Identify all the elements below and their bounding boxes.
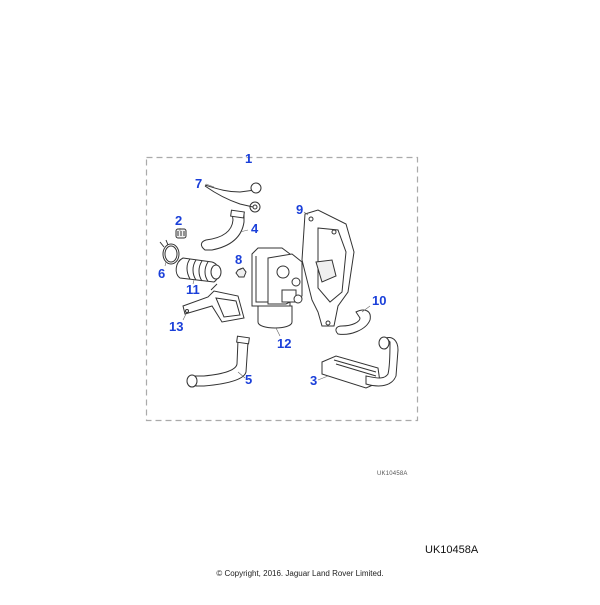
exhaust-silencer-drawing <box>321 336 399 389</box>
callout-5: 5 <box>245 372 253 387</box>
hose-10-drawing <box>335 309 371 335</box>
hose-5-drawing <box>186 335 250 388</box>
mounting-bracket-drawing <box>301 209 355 327</box>
callout-11: 11 <box>186 282 200 297</box>
clamp-drawing <box>159 239 180 265</box>
illustration-ref-small: UK10458A <box>377 471 408 477</box>
callout-12: 12 <box>277 336 292 351</box>
heater-unit-drawing <box>251 247 303 329</box>
wiring-harness-drawing <box>204 182 262 213</box>
bracket-13-drawing <box>182 283 245 323</box>
callout-13: 13 <box>169 319 184 334</box>
illustration-ref-large: UK10458A <box>425 544 479 556</box>
kit-boundary <box>145 156 419 422</box>
callout-4: 4 <box>251 221 259 236</box>
air-intake-silencer-drawing <box>175 257 222 283</box>
callout-10: 10 <box>372 293 387 308</box>
grommet-drawing <box>175 228 187 239</box>
hose-4-drawing <box>200 209 245 251</box>
callout-7: 7 <box>195 176 203 191</box>
nut-drawing <box>235 267 247 278</box>
callout-1: 1 <box>245 151 253 166</box>
callout-8: 8 <box>235 252 243 267</box>
leader-lines <box>164 183 371 381</box>
callout-2: 2 <box>175 213 183 228</box>
callout-3: 3 <box>310 373 318 388</box>
copyright-notice: © Copyright, 2016. Jaguar Land Rover Lim… <box>216 569 384 578</box>
callout-6: 6 <box>158 266 166 281</box>
callout-9: 9 <box>296 202 304 217</box>
